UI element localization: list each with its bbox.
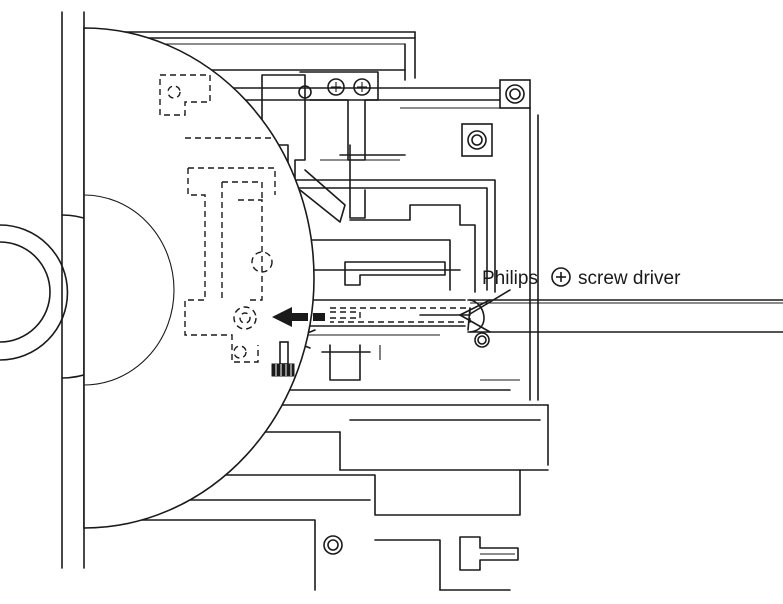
tool-suffix-text: screw driver	[578, 268, 681, 289]
callout-label: Philips screw driver	[482, 267, 681, 289]
adjustment-screw	[271, 341, 295, 377]
phillips-plus-icon	[551, 267, 571, 287]
tool-name-text: Philips	[482, 268, 538, 289]
callout-leader-line	[469, 289, 511, 315]
insertion-arrow	[272, 307, 325, 327]
chassis-frame	[61, 11, 85, 569]
mechanism-body	[104, 31, 549, 591]
screwdriver	[330, 299, 783, 333]
disc	[83, 27, 315, 529]
hidden-pickup-outline	[159, 74, 276, 363]
